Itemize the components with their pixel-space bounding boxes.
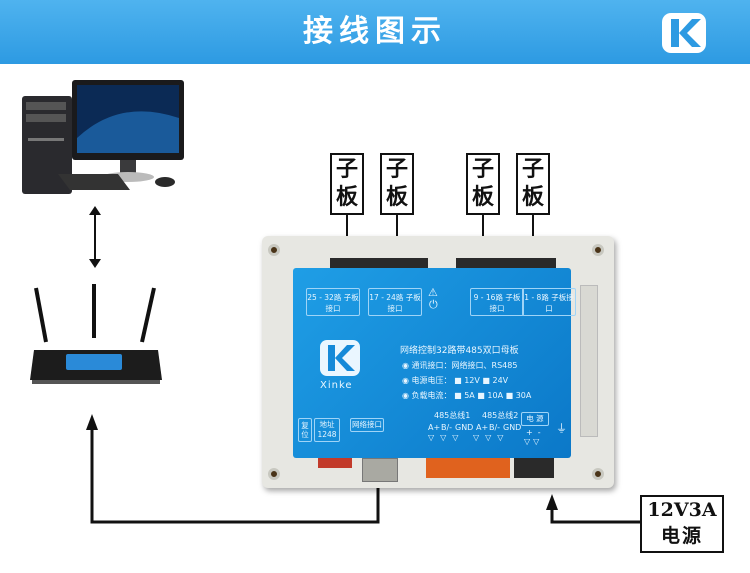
module-title: 网络控制32路带485双口母板 — [400, 346, 519, 356]
spec-voltage: ◉ 电源电压： ■ 12V ■ 24V — [402, 376, 509, 385]
bus-pin-label: B/- — [489, 423, 501, 432]
sub-board-connector — [392, 258, 428, 268]
bus-pin-arrows: ▽▽▽ ▽▽▽ — [428, 433, 510, 442]
sub-board-box-25-32: 子板 — [330, 153, 364, 215]
power-pins: + - — [526, 428, 541, 437]
power-supply-box: 12V3A 电源 — [640, 495, 724, 553]
network-port-label: 网络接口 — [350, 418, 384, 432]
mount-hole — [592, 244, 604, 256]
brand-name: Xinke — [320, 380, 353, 391]
computer-icon — [20, 78, 190, 196]
mount-hole — [268, 244, 280, 256]
brand-k-logo-icon — [320, 340, 360, 380]
power-supply-rating: 12V3A — [647, 499, 717, 521]
bus2-label: 485总线2 — [482, 411, 519, 420]
bus-pin-label: A+ — [428, 423, 441, 432]
port-label-9-16: 9 - 16路 子板接口 — [470, 288, 524, 316]
right-side-slot — [580, 285, 598, 437]
power-terminal-block — [514, 458, 554, 478]
rs485-terminal-block — [426, 458, 510, 478]
spec-load: ◉ 负载电流： ■ 5A ■ 10A ■ 30A — [402, 391, 532, 400]
sub-board-connector — [516, 258, 556, 268]
sub-board-connector — [330, 258, 394, 268]
bus-pin-label: GND — [455, 423, 474, 432]
sub-board-box-1-8: 子板 — [516, 153, 550, 215]
reset-label: 复位 — [298, 418, 312, 442]
bus-pin-label: B/- — [441, 423, 453, 432]
warning-icon: ⚠ — [428, 286, 438, 299]
header-bar — [0, 0, 750, 64]
sub-board-box-17-24: 子板 — [380, 153, 414, 215]
power-pin-arrows: ▽▽ — [524, 437, 543, 446]
power-label: 电 源 — [521, 412, 549, 426]
rj45-network-jack — [362, 458, 398, 482]
mount-hole — [268, 468, 280, 480]
port-label-1-8: 1 - 8路 子板接口 — [522, 288, 576, 316]
address-dip-switch — [318, 458, 352, 468]
power-supply-line — [546, 494, 640, 524]
router-icon — [28, 282, 164, 388]
power-supply-label: 电源 — [660, 525, 703, 547]
xinke-k-logo-icon — [662, 13, 706, 53]
bus1-label: 485总线1 — [434, 411, 471, 420]
port-label-25-32: 25 - 32路 子板接口 — [306, 288, 360, 316]
ground-icon: ⏚ — [556, 422, 567, 435]
bus-pin-label: A+ — [476, 423, 489, 432]
spec-comm: ◉ 通讯接口：网络接口、RS485 — [402, 361, 518, 370]
bus-pin-label: GND — [503, 423, 522, 432]
sub-board-connector — [456, 258, 516, 268]
port-label-17-24: 17 - 24路 子板接口 — [368, 288, 422, 316]
page-title: 接线图示 — [303, 14, 447, 49]
sub-board-box-9-16: 子板 — [466, 153, 500, 215]
computer-router-link-arrow — [88, 206, 102, 268]
mount-hole — [592, 468, 604, 480]
power-symbol-icon: ⏻ — [429, 298, 438, 311]
